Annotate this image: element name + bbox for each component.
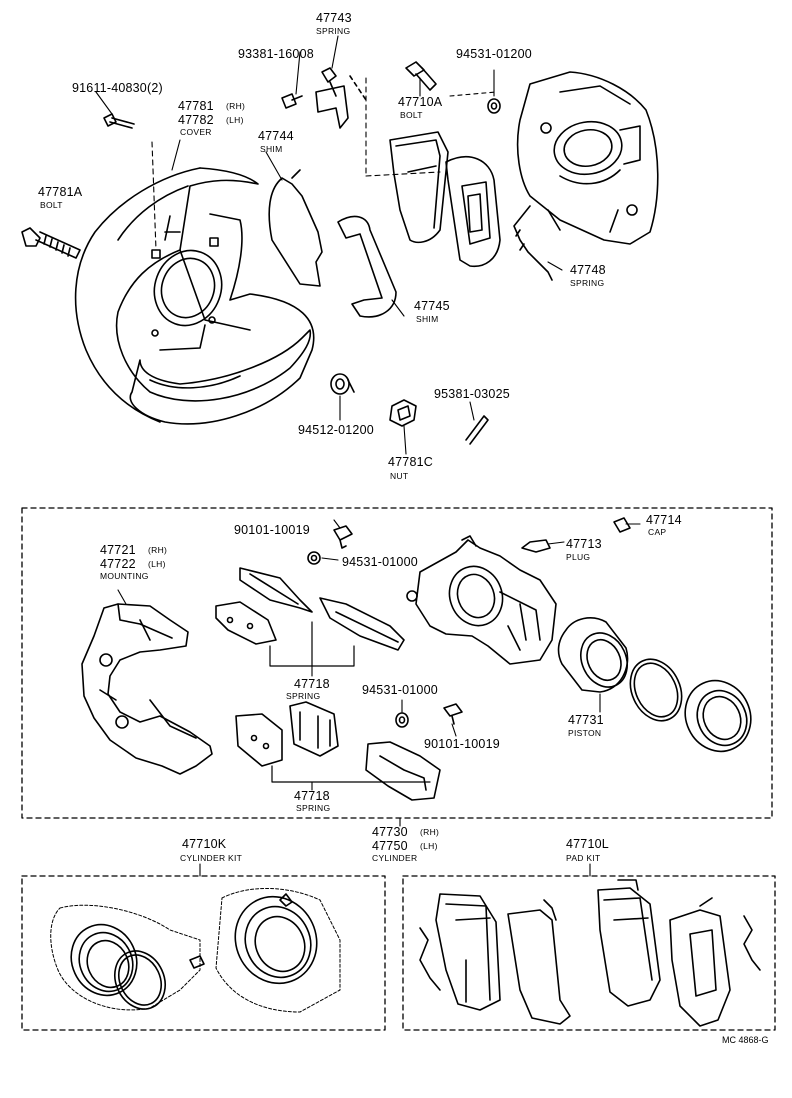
- label-90101-lower-number: 90101-10019: [424, 737, 500, 751]
- bolt-90101-lower-drawing: [443, 703, 463, 725]
- washer-94531-upper-drawing: [307, 551, 321, 565]
- label-47710A-number: 47710A: [398, 95, 443, 109]
- label-47731-name: PISTON: [568, 728, 602, 738]
- label-47782-side: (LH): [226, 115, 244, 125]
- label-47718-upper-name: SPRING: [286, 691, 321, 701]
- label-47745-number: 47745: [414, 299, 450, 313]
- label-90101-upper-number: 90101-10019: [234, 523, 310, 537]
- label-94531-lower-number: 94531-01000: [362, 683, 438, 697]
- label-47713-name: PLUG: [566, 552, 591, 562]
- bolt-91611-drawing: [103, 113, 157, 251]
- label-47718-upper-number: 47718: [294, 677, 330, 691]
- label-94531-top-number: 94531-01200: [456, 47, 532, 61]
- shim-47744-drawing: [268, 169, 323, 287]
- shim-47745-drawing: [337, 215, 397, 318]
- washer-94512-drawing: [330, 373, 355, 395]
- piston-47731-drawing: [557, 617, 752, 753]
- cylinder-47730-drawing: [406, 535, 557, 665]
- dust-cover-drawing: [74, 167, 315, 425]
- label-47721-number: 47721: [100, 543, 136, 557]
- spring-47718-lower-drawing: [235, 701, 441, 801]
- label-47710L-name: PAD KIT: [566, 853, 601, 863]
- label-47710K-number: 47710K: [182, 837, 227, 851]
- pad-kit-drawing: [419, 879, 761, 1027]
- spring-47718-upper-drawing: [215, 567, 405, 667]
- label-94512-number: 94512-01200: [298, 423, 374, 437]
- label-47781-name: COVER: [180, 127, 212, 137]
- bolt-47781A-drawing: [21, 227, 81, 259]
- mounting-47721-drawing: [81, 603, 213, 775]
- label-47748-name: SPRING: [570, 278, 605, 288]
- label-47722-side: (LH): [148, 559, 166, 569]
- bolt-90101-upper-drawing: [333, 525, 353, 549]
- label-47718-lower-name: SPRING: [296, 803, 331, 813]
- label-91611-number: 91611-40830(2): [72, 81, 163, 95]
- spring-47743-drawing: [281, 67, 441, 177]
- label-47730-side: (RH): [420, 827, 440, 837]
- plug-47713-drawing: [521, 539, 551, 553]
- label-47713-number: 47713: [566, 537, 602, 551]
- label-95381-number: 95381-03025: [434, 387, 510, 401]
- label-47781A-number: 47781A: [38, 185, 83, 199]
- spring-47748-drawing: [513, 205, 553, 281]
- group-box-pad-kit: [402, 875, 776, 1031]
- pin-95381-drawing: [465, 415, 489, 445]
- label-47781-side: (RH): [226, 101, 246, 111]
- label-47743-number: 47743: [316, 11, 352, 25]
- label-94531-upper-number: 94531-01000: [342, 555, 418, 569]
- label-47750-number: 47750: [372, 839, 408, 853]
- label-47714-name: CAP: [648, 527, 667, 537]
- label-47714-number: 47714: [646, 513, 682, 527]
- label-47750-side: (LH): [420, 841, 438, 851]
- label-47744-name: SHIM: [260, 144, 283, 154]
- bolt-47710A-drawing: [405, 61, 501, 114]
- label-47743-name: SPRING: [316, 26, 351, 36]
- label-47718-lower-number: 47718: [294, 789, 330, 803]
- washer-94531-lower-drawing: [395, 712, 409, 728]
- label-47710A-name: BOLT: [400, 110, 423, 120]
- label-47730-name: CYLINDER: [372, 853, 418, 863]
- label-47730-number: 47730: [372, 825, 408, 839]
- cap-47714-drawing: [613, 517, 631, 533]
- label-47722-number: 47722: [100, 557, 136, 571]
- label-47731-number: 47731: [568, 713, 604, 727]
- brake-pad-top-drawing: [389, 131, 501, 268]
- label-47748-number: 47748: [570, 263, 606, 277]
- label-47744-number: 47744: [258, 129, 294, 143]
- label-47782-number: 47782: [178, 113, 214, 127]
- label-47781-number: 47781: [178, 99, 214, 113]
- label-47781C-name: NUT: [390, 471, 409, 481]
- label-47781C-number: 47781C: [388, 455, 433, 469]
- leader-lines: [95, 35, 641, 877]
- caliper-top-drawing: [516, 71, 659, 245]
- label-47781A-name: BOLT: [40, 200, 63, 210]
- cylinder-kit-drawing: [50, 887, 341, 1013]
- group-box-cylinder-kit: [21, 875, 386, 1031]
- label-47721-name: MOUNTING: [100, 571, 149, 581]
- nut-47781C-drawing: [389, 399, 417, 427]
- label-47710K-name: CYLINDER KIT: [180, 853, 243, 863]
- footer-diagram-code: MC 4868-G: [722, 1035, 769, 1045]
- label-47745-name: SHIM: [416, 314, 439, 324]
- group-box-caliper: [21, 507, 773, 819]
- label-47710L-number: 47710L: [566, 837, 609, 851]
- label-93381-number: 93381-16008: [238, 47, 314, 61]
- label-47721-side: (RH): [148, 545, 168, 555]
